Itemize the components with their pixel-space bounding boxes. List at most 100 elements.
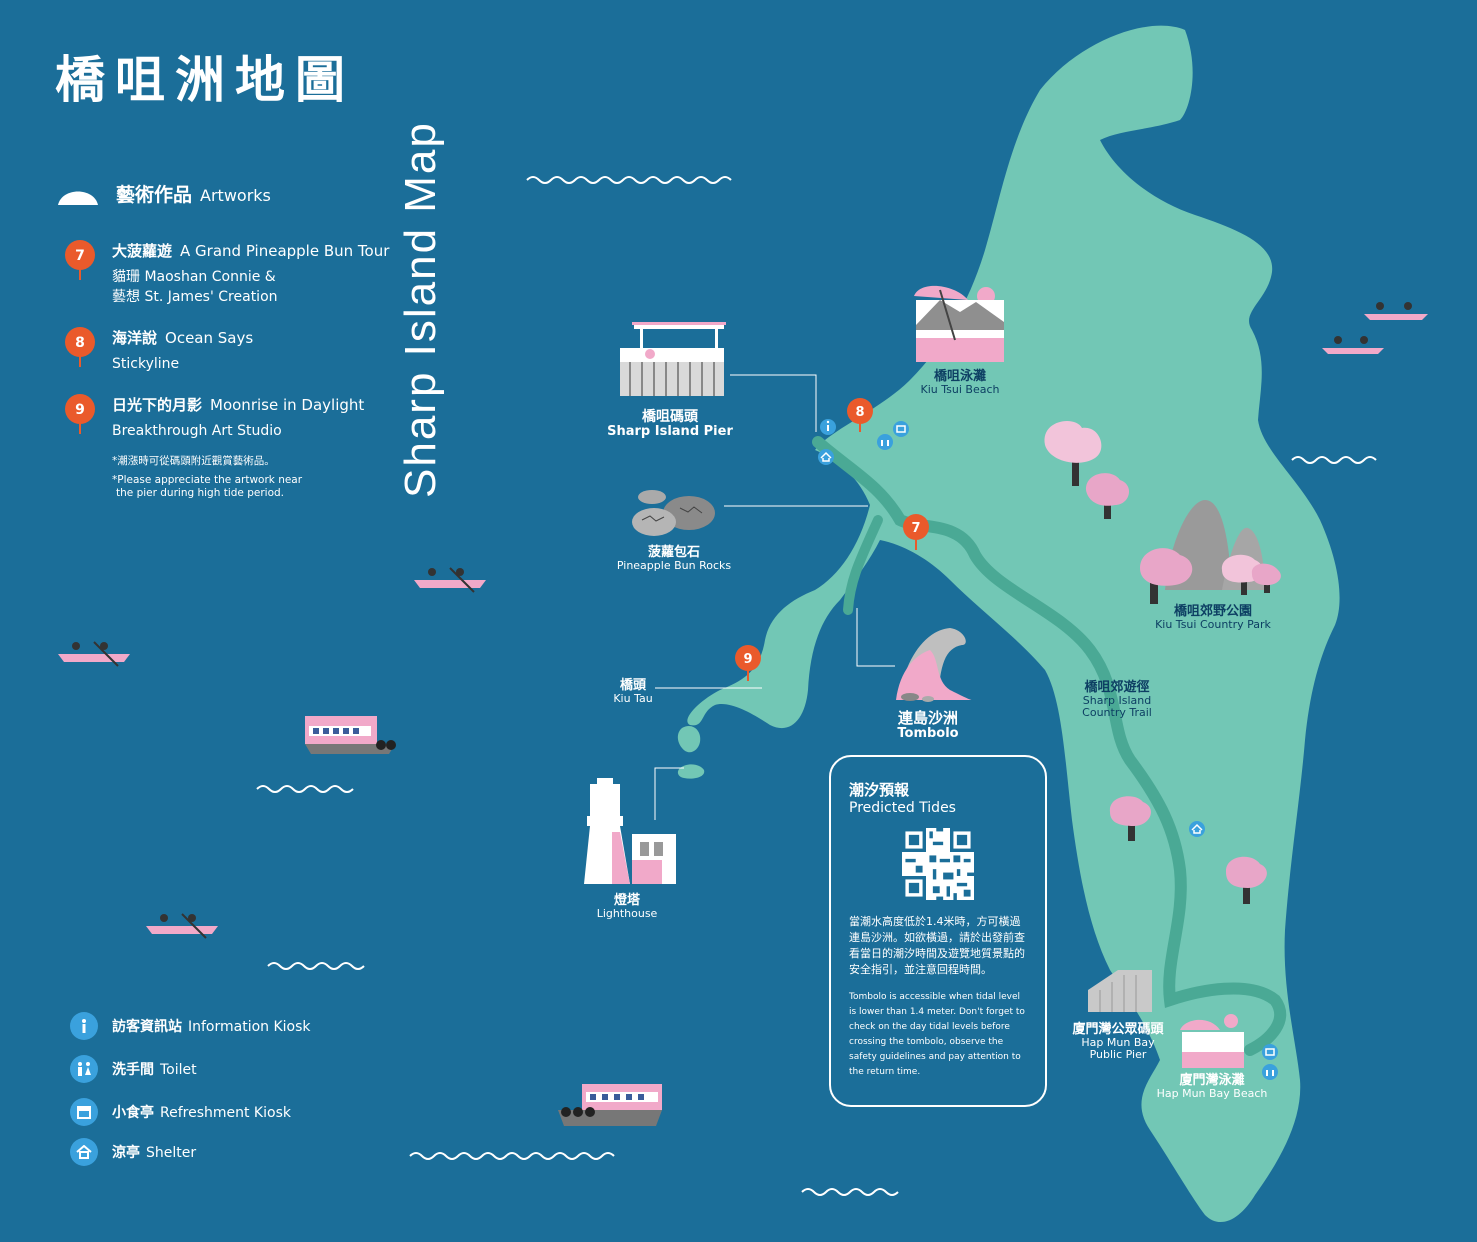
note-en: the pier during high tide period. <box>116 487 284 499</box>
mound-icon <box>58 191 98 205</box>
facility-label-zh: 小食亭 <box>112 1105 154 1121</box>
pier-illustration <box>620 322 726 396</box>
facility-label-zh: 訪客資訊站 <box>112 1019 182 1035</box>
legend-artwork-item: 7 大菠蘿遊 A Grand Pineapple Bun Tour 貓珊 Maos… <box>64 240 389 307</box>
toilet-icon <box>70 1055 98 1083</box>
toilet-icon <box>877 434 893 450</box>
tree <box>1109 796 1151 841</box>
pin-icon: 7 <box>65 240 95 280</box>
shelter-icon <box>1189 821 1205 837</box>
info-icon <box>820 419 836 435</box>
note-zh: *潮漲時可從碼頭附近觀賞藝術品。 <box>112 455 275 467</box>
map-title-en: Sharp Island Map <box>396 121 445 498</box>
facility-label-zh: 涼亭 <box>112 1145 140 1161</box>
legend-artwork-item: 9 日光下的月影 Moonrise in Daylight Breakthroug… <box>64 394 364 441</box>
tree <box>1044 421 1102 486</box>
artwork-title-zh: 日光下的月影 <box>112 396 203 414</box>
kayak <box>146 913 218 939</box>
trail-branch <box>843 515 883 615</box>
kayaks <box>58 302 1428 939</box>
artwork-artist: 藝想 St. James' Creation <box>112 289 278 305</box>
tombolo-illustration <box>896 628 972 702</box>
artwork-title-zh: 海洋說 <box>112 329 158 347</box>
map-pin-9: 9 <box>735 645 761 681</box>
shelter-icon <box>70 1138 98 1166</box>
legend-artworks-header: 藝術作品 Artworks <box>58 180 271 207</box>
legend-facility-info: 訪客資訊站 Information Kiosk <box>70 1012 311 1040</box>
facility-label-en: Toilet <box>160 1062 197 1078</box>
facility-label-en: Refreshment Kiosk <box>160 1105 291 1121</box>
map-facility-icons <box>818 419 1278 1080</box>
pin-icon: 9 <box>65 394 95 434</box>
legend-facility-toilet: 洗手間 Toilet <box>70 1055 197 1083</box>
facility-label-en: Information Kiosk <box>188 1019 311 1035</box>
predicted-tides-box: 潮汐預報 Predicted Tides 當潮水高度低於1.4米時，方可橫過連島… <box>829 755 1047 1107</box>
islet <box>677 764 705 779</box>
lighthouse-illustration <box>584 778 676 884</box>
svg-text:8: 8 <box>855 405 864 420</box>
wave <box>256 785 354 793</box>
tides-title-zh: 潮汐預報 <box>849 781 910 799</box>
wave <box>801 1188 899 1196</box>
islet <box>677 725 701 753</box>
pin-icon: 8 <box>65 327 95 367</box>
legend-note: *潮漲時可從碼頭附近觀賞藝術品。 *Please appreciate the … <box>112 455 302 500</box>
svg-text:8: 8 <box>75 335 85 351</box>
legend-facility-kiosk: 小食亭 Refreshment Kiosk <box>70 1098 291 1126</box>
map-pin-8: 8 <box>847 398 873 432</box>
kayak <box>1322 336 1384 354</box>
tree <box>1085 473 1130 519</box>
note-en: *Please appreciate the artwork near <box>112 474 303 486</box>
sea-waves <box>256 176 1377 1196</box>
artwork-title-en: Moonrise in Daylight <box>210 396 365 414</box>
ferry <box>558 1084 662 1126</box>
ferry <box>305 716 396 754</box>
kiosk-icon <box>70 1098 98 1126</box>
ferries <box>305 716 662 1126</box>
map-title-zh: 橋咀洲地圖 <box>55 51 355 109</box>
facility-label-zh: 洗手間 <box>112 1062 154 1078</box>
info-icon <box>70 1012 98 1040</box>
kayak <box>1364 302 1428 320</box>
tree <box>1140 548 1193 604</box>
kayak <box>414 567 486 593</box>
artwork-artist: Breakthrough Art Studio <box>112 423 282 439</box>
svg-text:9: 9 <box>75 402 85 418</box>
svg-text:7: 7 <box>911 521 920 536</box>
map-artwork-pins: 8 7 9 <box>735 398 929 681</box>
map-pin-7: 7 <box>903 514 929 550</box>
tides-text-en: Tombolo is accessible when tidal level i… <box>849 992 1025 1077</box>
tree <box>1251 563 1281 593</box>
kiosk-icon <box>893 421 909 437</box>
artwork-title-en: A Grand Pineapple Bun Tour <box>180 242 390 260</box>
qr-code-icon[interactable] <box>902 828 974 900</box>
wave <box>267 962 365 970</box>
kiosk-icon <box>1262 1044 1278 1060</box>
wave <box>1291 456 1377 464</box>
hap-mun-bay-beach-illustration <box>1180 1014 1244 1068</box>
tree <box>1225 856 1267 904</box>
wave <box>526 176 732 184</box>
kayak <box>58 641 130 667</box>
toilet-icon <box>1262 1064 1278 1080</box>
pineapple-bun-rocks-illustration <box>632 490 715 536</box>
tides-title-en: Predicted Tides <box>849 800 956 816</box>
artwork-title-zh: 大菠蘿遊 <box>112 242 173 260</box>
artwork-title-en: Ocean Says <box>165 329 254 347</box>
legend-artworks-en: Artworks <box>200 186 271 205</box>
artwork-artist: 貓珊 Maoshan Connie & <box>112 269 276 285</box>
kiu-tsui-beach-illustration <box>914 285 1004 362</box>
legend-artworks-zh: 藝術作品 <box>116 184 193 206</box>
svg-text:7: 7 <box>75 248 85 264</box>
leader-lines <box>654 374 895 820</box>
